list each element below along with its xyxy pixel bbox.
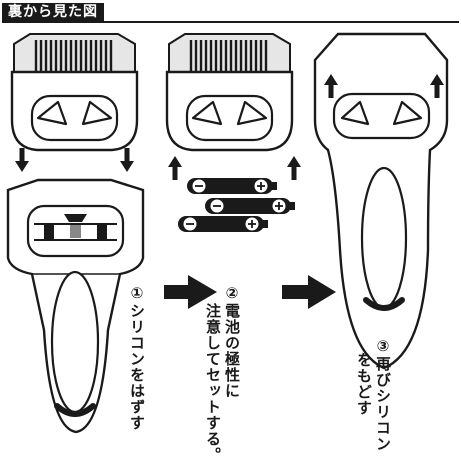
battery-icon (177, 215, 269, 233)
step1-caption: ①シリコンをはずす (127, 284, 146, 431)
step2-caption-line2: 注意してセットする。 (204, 303, 222, 463)
step2-number: ② (223, 284, 241, 303)
battery-icon (186, 177, 278, 195)
step1-comb-attachment (12, 32, 137, 74)
step2-line1: 電池の極性に (223, 303, 241, 399)
step1-device-body (6, 178, 145, 434)
step3-caption: ③再びシリコン (373, 337, 392, 452)
title-underline (2, 21, 459, 23)
step2-caption: ②電池の極性に (222, 284, 241, 399)
step1-number: ① (128, 284, 146, 303)
arrow-right-icon (164, 275, 217, 309)
step3-line1: 再びシリコン (374, 356, 392, 452)
arrow-up-icon (287, 156, 301, 180)
step2-comb-attachment (167, 32, 292, 74)
arrow-up-icon (168, 156, 182, 180)
arrow-down-icon (15, 148, 29, 172)
step1-silicone-head (10, 70, 139, 152)
step3-number: ③ (374, 337, 392, 356)
arrow-down-icon (120, 148, 134, 172)
step2-device-head (165, 70, 294, 152)
step1-line1: シリコンをはずす (128, 303, 146, 431)
step3-caption-line2: をもどす (355, 352, 373, 416)
arrow-right-icon (282, 275, 336, 309)
battery-icon (204, 197, 296, 215)
step3-device (313, 32, 449, 370)
diagram-title: 裏から見た図 (2, 3, 104, 22)
